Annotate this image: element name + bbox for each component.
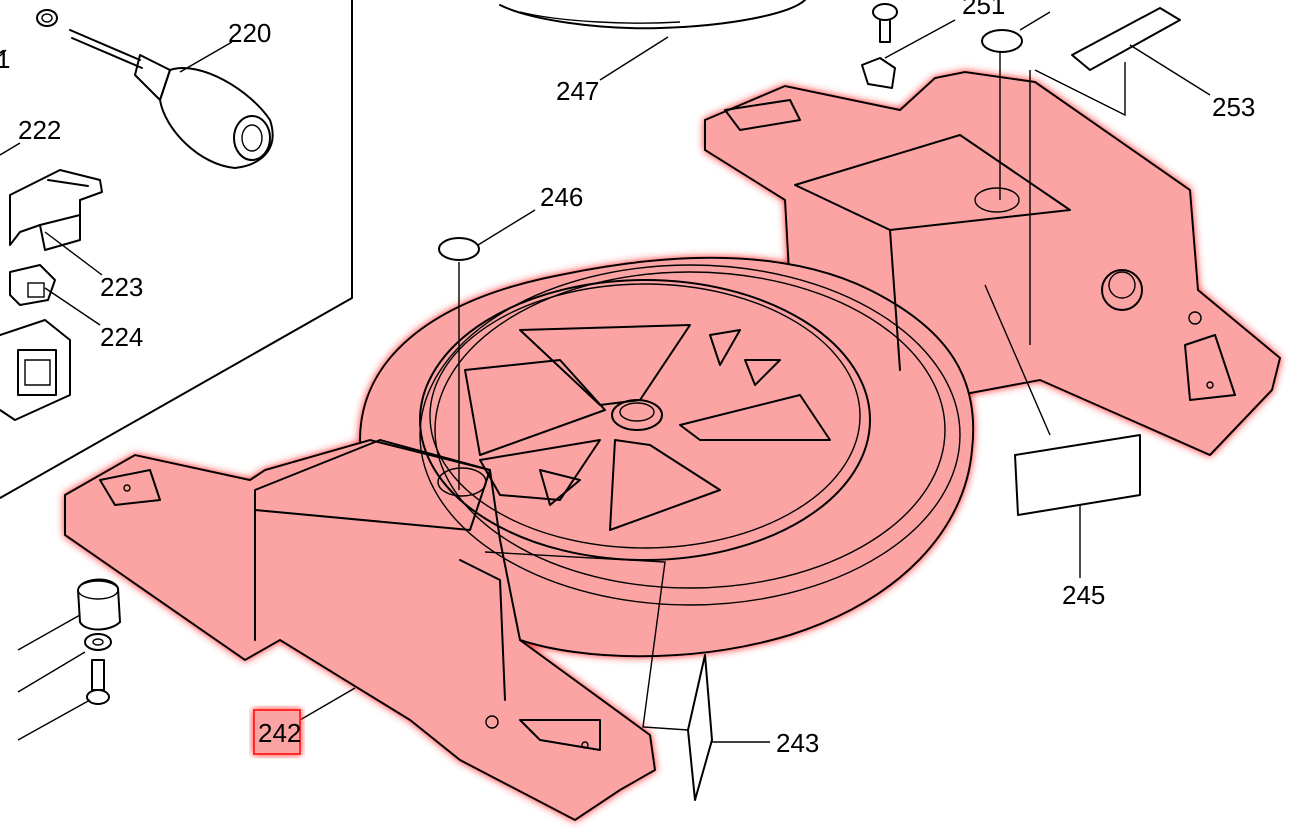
parts-foot-washer-screw bbox=[77, 578, 121, 705]
callout-245: 245 bbox=[1062, 580, 1105, 610]
part-block-lower-left bbox=[0, 319, 71, 421]
callout-242: 242 bbox=[258, 718, 301, 748]
callout-220: 220 bbox=[228, 18, 271, 48]
part-247-fence-edge bbox=[499, 0, 806, 30]
part-253-label-strip bbox=[1071, 7, 1181, 71]
base-details bbox=[99, 99, 1236, 751]
part-243-label-sheet bbox=[687, 654, 713, 801]
inset-panel-border bbox=[0, 0, 353, 499]
callout-253: 253 bbox=[1212, 92, 1255, 122]
part-251-screw-and-clip bbox=[861, 3, 1023, 89]
callout-221-partial: 1 bbox=[0, 44, 10, 74]
callout-243: 243 bbox=[776, 728, 819, 758]
base-part-242 bbox=[64, 70, 1282, 822]
callout-224: 224 bbox=[100, 322, 143, 352]
part-220-handle bbox=[36, 9, 274, 169]
part-223-bracket bbox=[9, 169, 103, 251]
callout-247: 247 bbox=[556, 76, 599, 106]
base-left-arm bbox=[64, 438, 657, 822]
part-246-washer bbox=[438, 237, 480, 261]
callout-246: 246 bbox=[540, 182, 583, 212]
part-245-label-plate bbox=[1014, 434, 1141, 516]
leader-lines bbox=[0, 11, 1211, 743]
callout-222: 222 bbox=[18, 115, 61, 145]
callout-223: 223 bbox=[100, 272, 143, 302]
part-224-clip bbox=[9, 264, 56, 306]
callout-251: 251 bbox=[962, 0, 1005, 20]
callout-242-highlight bbox=[253, 709, 301, 755]
